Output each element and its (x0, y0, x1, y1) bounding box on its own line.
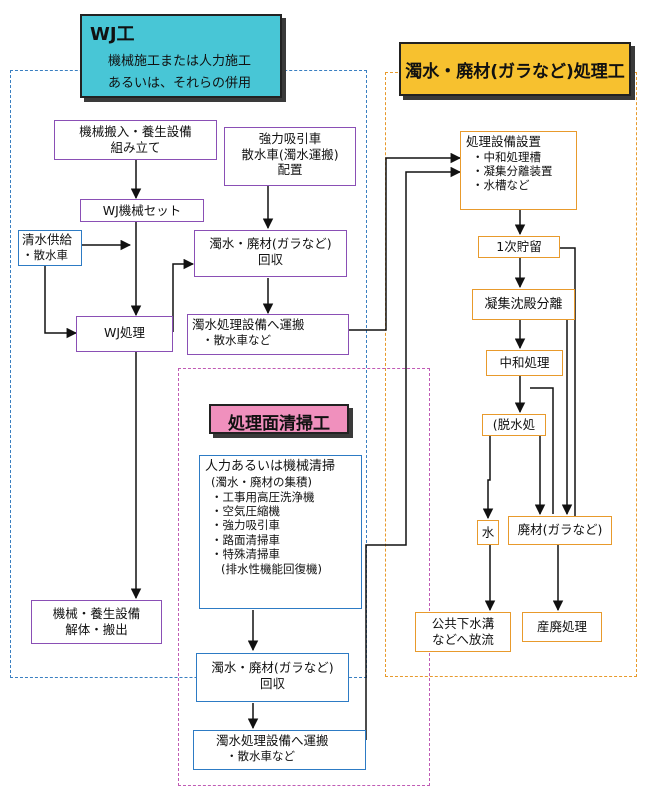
water-box: 水 (477, 520, 499, 545)
wj-transport-box: 濁水処理設備へ運搬 ・散水車など (187, 314, 349, 355)
machine-set-label: WJ機械セット (102, 203, 182, 218)
cleaning-title: 処理面清掃工 (209, 404, 349, 434)
wj-transport-line-1: 濁水処理設備へ運搬 (192, 317, 305, 332)
water-supply-line-2: ・散水車 (22, 247, 68, 262)
cleaning-region (178, 368, 430, 786)
discharge-line-2: などへ放流 (432, 631, 494, 647)
dewater-label: (脱水処 (492, 417, 536, 432)
manual-cleaning-item: ・強力吸引車 (211, 518, 280, 533)
manual-cleaning-sub: (濁水・廃材の集積) (211, 475, 312, 490)
setup-line-1: 機械搬入・養生設備 (79, 124, 192, 139)
cleaning-title-text: 処理面清掃工 (228, 414, 330, 434)
wj-transport-line-2: ・散水車など (202, 332, 271, 347)
discharge-line-1: 公共下水溝 (431, 616, 495, 631)
wj-title-name: WJ工 (90, 24, 135, 45)
manual-cleaning-item: ・路面清掃車 (211, 532, 280, 547)
waste-label: 廃材(ガラなど) (517, 522, 603, 537)
facility-item: ・凝集分離装置 (472, 164, 553, 178)
neutralize-label: 中和処理 (499, 355, 550, 370)
coagulation-box: 凝集沈殿分離 (472, 289, 575, 320)
dewater-box: (脱水処 (482, 414, 546, 436)
manual-cleaning-item: ・空気圧縮機 (211, 504, 280, 518)
wj-collect-line-2: 回収 (257, 251, 283, 267)
clean-collect-line-1: 濁水・廃材(ガラなど) (211, 660, 334, 675)
wj-process-box: WJ処理 (76, 316, 173, 352)
setup-box: 機械搬入・養生設備 組み立て (54, 120, 217, 160)
water-supply-box: 清水供給 ・散水車 (18, 230, 82, 266)
teardown-line-2: 解体・搬出 (65, 621, 128, 637)
machine-set-box: WJ機械セット (80, 199, 204, 222)
discharge-box: 公共下水溝 などへ放流 (415, 612, 511, 652)
suction-line-1: 強力吸引車 (258, 131, 322, 146)
wj-title-sub1: 機械施工または人力施工 (108, 54, 252, 69)
manual-cleaning-title: 人力あるいは機械清掃 (205, 459, 336, 474)
storage-label: 1次貯留 (496, 239, 542, 254)
coagulation-label: 凝集沈殿分離 (484, 297, 563, 312)
facility-item: ・水槽など (472, 178, 530, 193)
wj-title: WJ工 機械施工または人力施工 あるいは、それらの併用 (80, 14, 282, 98)
facility-title: 処理設備設置 (466, 134, 542, 149)
setup-line-2: 組み立て (110, 139, 161, 155)
suction-line-2: 散水車(濁水運搬) (241, 146, 339, 162)
teardown-box: 機械・養生設備 解体・搬出 (31, 600, 162, 644)
facility-box: 処理設備設置 ・中和処理槽 ・凝集分離装置 ・水槽など (460, 131, 577, 210)
water-supply-line-1: 清水供給 (22, 232, 73, 247)
clean-transport-line-1: 濁水処理設備へ運搬 (216, 733, 329, 748)
clean-transport-box: 濁水処理設備へ運搬 ・散水車など (193, 730, 366, 770)
wj-title-sub2: あるいは、それらの併用 (108, 76, 252, 91)
manual-cleaning-item: (排水性機能回復機) (221, 561, 322, 576)
water-label: 水 (481, 525, 495, 540)
clean-collect-line-2: 回収 (259, 675, 285, 691)
suction-line-3: 配置 (277, 162, 303, 178)
facility-item: ・中和処理槽 (472, 149, 541, 164)
industrial-label: 産廃処理 (536, 619, 587, 634)
teardown-line-1: 機械・養生設備 (52, 606, 141, 621)
clean-transport-line-2: ・散水車など (226, 748, 295, 763)
storage-box: 1次貯留 (478, 236, 560, 258)
neutralize-box: 中和処理 (486, 350, 563, 376)
manual-cleaning-item: ・特殊清掃車 (211, 547, 280, 562)
wj-collect-box: 濁水・廃材(ガラなど) 回収 (194, 230, 347, 277)
suction-box: 強力吸引車 散水車(濁水運搬) 配置 (224, 127, 356, 186)
waste-box: 廃材(ガラなど) (508, 516, 612, 545)
manual-cleaning-item: ・工事用高圧洗浄機 (211, 489, 315, 504)
industrial-box: 産廃処理 (522, 612, 602, 642)
wj-collect-line-1: 濁水・廃材(ガラなど) (209, 236, 332, 251)
manual-cleaning-box: 人力あるいは機械清掃 (濁水・廃材の集積) ・工事用高圧洗浄機 ・空気圧縮機 ・… (199, 455, 362, 609)
wj-process-label: WJ処理 (103, 325, 146, 340)
clean-collect-box: 濁水・廃材(ガラなど) 回収 (196, 653, 349, 702)
treatment-title: 濁水・廃材(ガラなど)処理工 (399, 42, 631, 96)
treatment-title-text: 濁水・廃材(ガラなど)処理工 (405, 62, 625, 82)
